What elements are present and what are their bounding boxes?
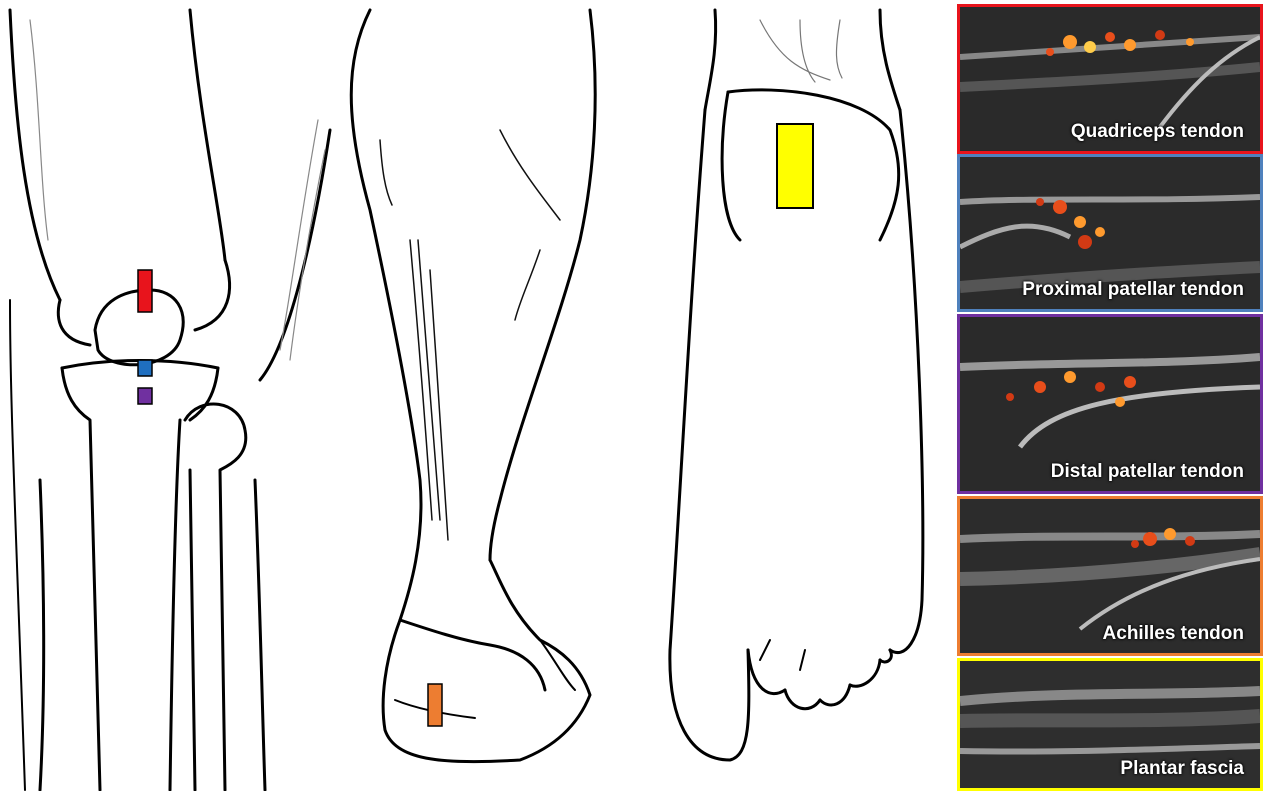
proximal-patellar-marker bbox=[138, 360, 152, 376]
knee-drawing bbox=[10, 10, 330, 790]
us-panel-plantar-fascia: Plantar fascia bbox=[957, 658, 1263, 791]
lower-leg-drawing bbox=[351, 10, 595, 762]
us-panel-proximal-patellar: Proximal patellar tendon bbox=[957, 154, 1263, 312]
us-panel-quadriceps: Quadriceps tendon bbox=[957, 4, 1263, 154]
anatomy-drawing bbox=[0, 0, 955, 791]
us-label-plantar-fascia: Plantar fascia bbox=[1120, 758, 1244, 780]
us-label-quadriceps: Quadriceps tendon bbox=[1071, 121, 1244, 143]
achilles-marker bbox=[428, 684, 442, 726]
us-label-achilles: Achilles tendon bbox=[1103, 623, 1244, 645]
foot-drawing bbox=[670, 10, 923, 760]
us-panel-distal-patellar: Distal patellar tendon bbox=[957, 314, 1263, 494]
distal-patellar-marker bbox=[138, 388, 152, 404]
us-label-proximal-patellar: Proximal patellar tendon bbox=[1022, 279, 1244, 301]
plantar-marker bbox=[777, 124, 813, 208]
us-panel-achilles: Achilles tendon bbox=[957, 496, 1263, 656]
quadriceps-marker bbox=[138, 270, 152, 312]
us-label-distal-patellar: Distal patellar tendon bbox=[1051, 461, 1244, 483]
